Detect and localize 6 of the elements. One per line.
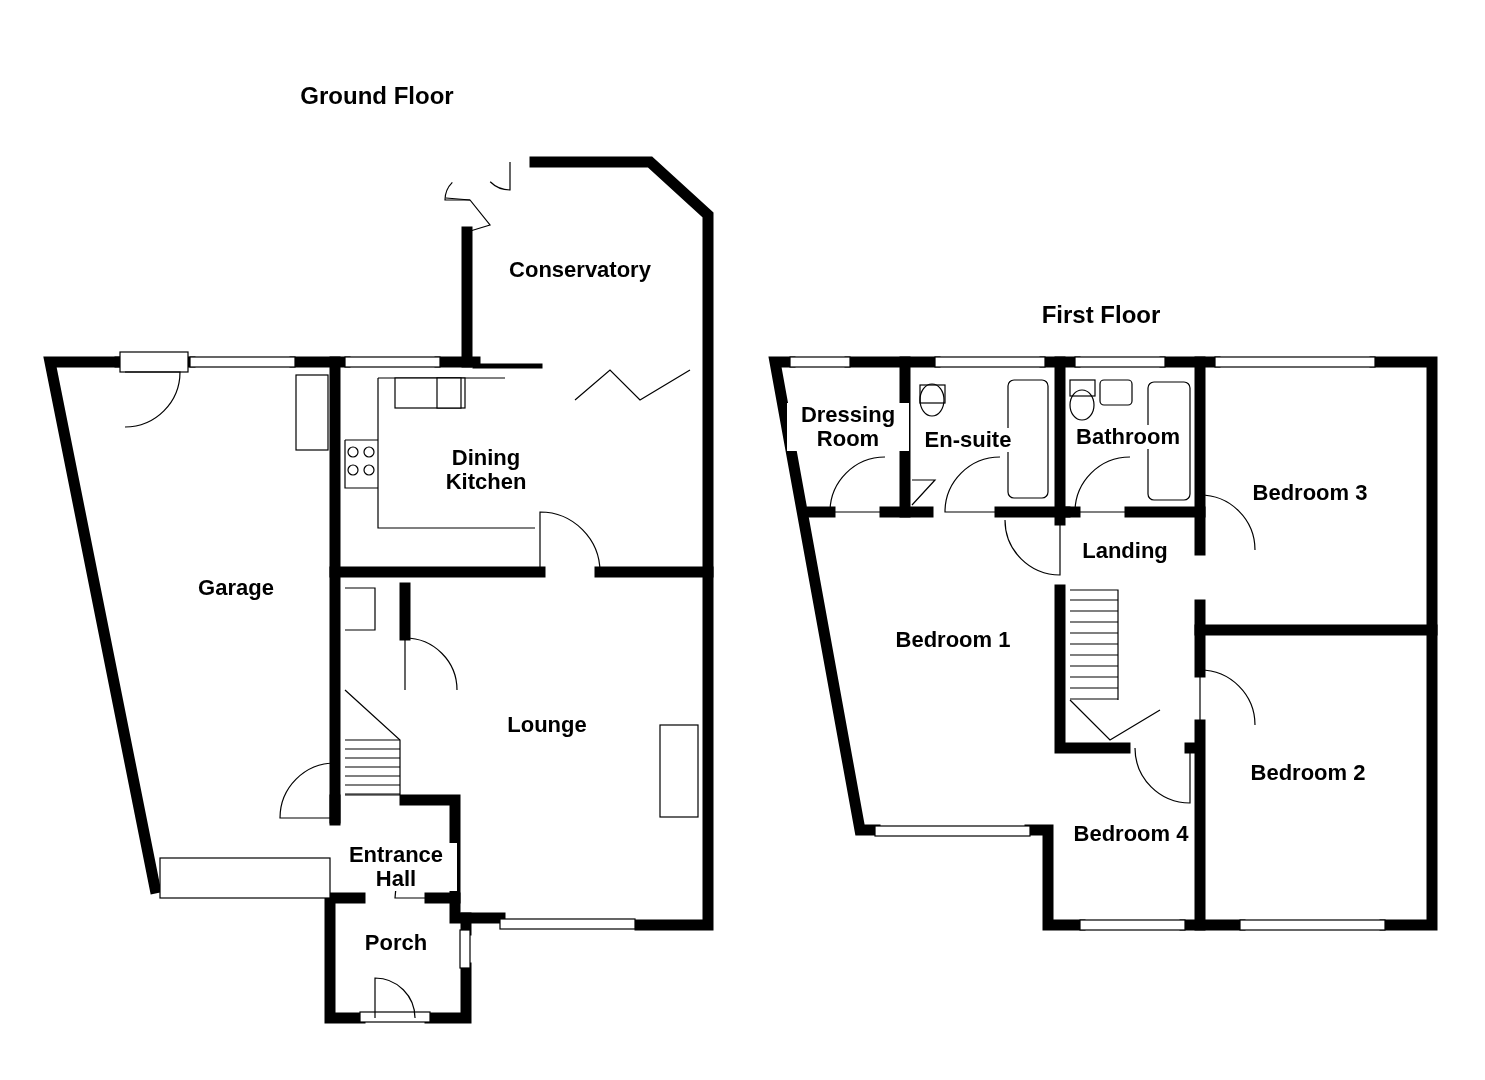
room-label: Landing bbox=[1081, 539, 1169, 563]
floor-title: Ground Floor bbox=[299, 84, 455, 108]
room-label: Bathroom bbox=[1075, 425, 1181, 449]
room-label: En-suite bbox=[923, 428, 1013, 452]
floor-title: First Floor bbox=[1040, 303, 1162, 327]
room-label: Dressing Room bbox=[787, 403, 909, 451]
